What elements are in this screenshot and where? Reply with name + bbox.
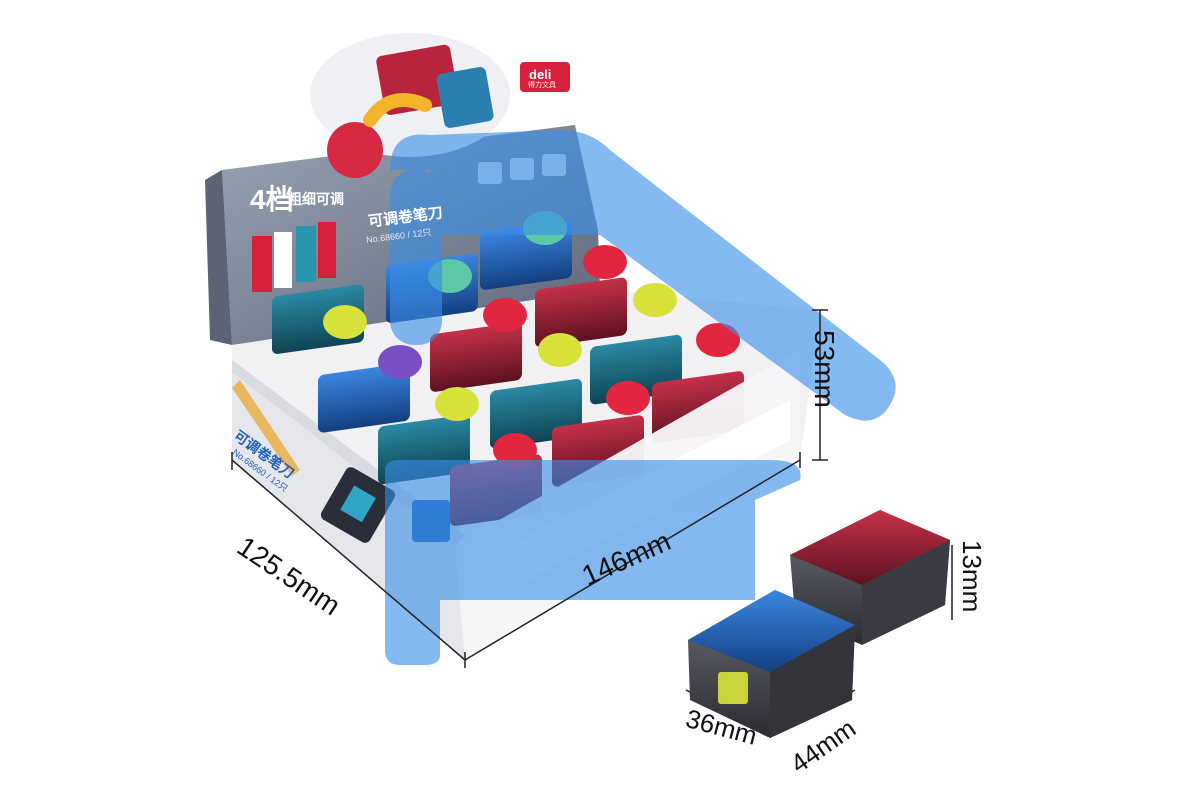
sharpener-height-label: 13mm bbox=[957, 540, 987, 613]
cap-purple bbox=[378, 345, 422, 379]
headline-gear: 4档 bbox=[250, 184, 294, 215]
loose-sharpener-blue bbox=[688, 590, 855, 738]
cap-yellow bbox=[633, 283, 677, 317]
cap-red bbox=[493, 433, 537, 467]
cap-red bbox=[483, 298, 527, 332]
cap-yellow bbox=[538, 333, 582, 367]
sharpener bbox=[430, 298, 527, 392]
width-line bbox=[231, 459, 466, 661]
loose-sharpener-red bbox=[790, 510, 950, 645]
headline-adjustable: 粗细可调 bbox=[288, 191, 344, 207]
sharpener bbox=[535, 245, 627, 348]
cap-yellow bbox=[435, 387, 479, 421]
cap-yellow bbox=[323, 305, 367, 339]
sharpener bbox=[272, 284, 367, 354]
brand-sub-text: 得力文具 bbox=[528, 82, 556, 89]
brand-badge bbox=[520, 62, 570, 92]
sharpener bbox=[318, 345, 422, 433]
brand-logo-text: deli bbox=[529, 67, 552, 82]
cap-red bbox=[583, 245, 627, 279]
blue-overlay-shape bbox=[385, 130, 896, 665]
cap-red bbox=[696, 323, 740, 357]
cap-art-icon bbox=[327, 122, 383, 178]
blade-window bbox=[718, 672, 748, 704]
box-height-label: 53mm bbox=[809, 330, 840, 408]
length-line bbox=[464, 459, 801, 661]
cap-red bbox=[606, 381, 650, 415]
